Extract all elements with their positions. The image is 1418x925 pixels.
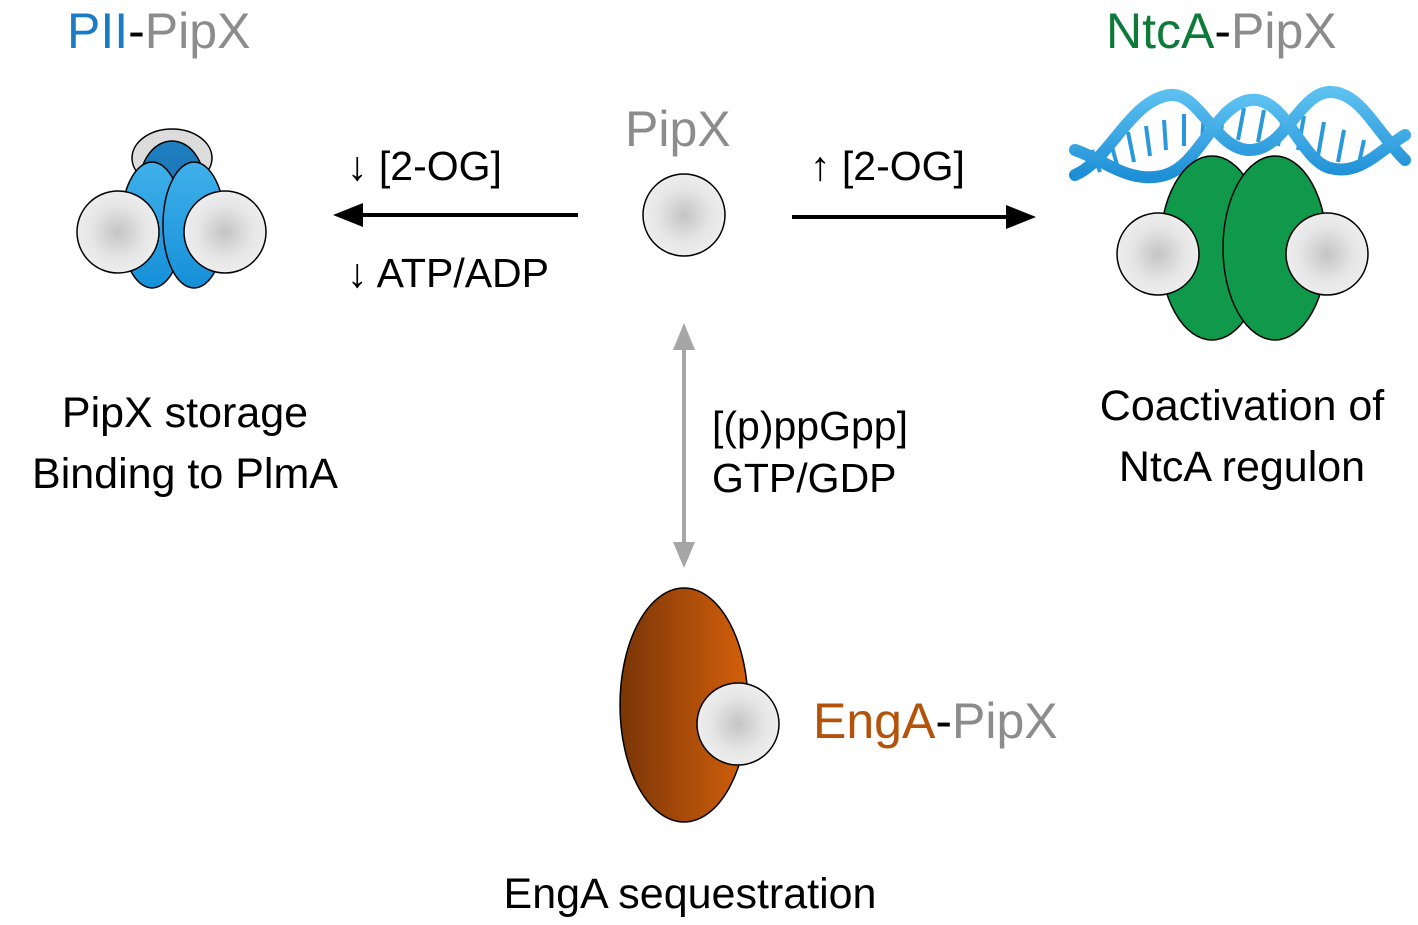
pipx-sphere-icon [183, 190, 267, 274]
outcome-ntca-line2: NtcA regulon [1118, 443, 1366, 492]
center-pipx-title: PipX [625, 101, 731, 157]
ntca-label: NtcA [1106, 3, 1215, 59]
ntca-sep: - [1214, 3, 1232, 59]
enga-pipx-title: EngA-PipX [813, 696, 1058, 746]
outcome-enga: EngA sequestration [503, 870, 877, 918]
ntca-pipx-label: PipX [1231, 3, 1337, 59]
outcome-ntca-line1: Coactivation of [1099, 382, 1385, 430]
condition-ppgpp-gtp: [(p)ppGpp] GTP/GDP [712, 400, 908, 505]
enga-pipx-label: PipX [951, 693, 1058, 749]
outcome-ntca: Coactivation of NtcA regulon [1062, 376, 1418, 498]
pipx-sphere-icon [696, 682, 780, 766]
pii-pipx-label: PipX [144, 3, 251, 59]
arrow-to-pii [333, 203, 578, 227]
pii-pipx-title: PII-PipX [67, 6, 250, 56]
outcome-pii-line1: PipX storage [61, 389, 309, 437]
pii-sep: - [128, 3, 145, 59]
pipx-sphere-icon [1116, 212, 1200, 296]
ntca-pipx-title: NtcA-PipX [1106, 6, 1337, 56]
condition-ppgpp: [(p)ppGpp] [712, 403, 908, 449]
pipx-sphere-icon [76, 190, 160, 274]
pipx-sphere-icon [1285, 212, 1369, 296]
dna-helix-icon [1069, 85, 1411, 184]
enga-label: EngA [813, 693, 936, 749]
condition-high-2og: ↑ [2-OG] [810, 143, 965, 189]
arrow-engA-link [673, 323, 695, 568]
condition-gtp-gdp: GTP/GDP [712, 455, 897, 502]
outcome-pii-line2: Binding to PlmA [32, 450, 338, 499]
pipx-sphere-icon [642, 173, 726, 257]
arrow-to-ntca [792, 205, 1036, 229]
enga-sep: - [935, 693, 952, 749]
outcome-pii: PipX storage Binding to PlmA [0, 383, 370, 505]
condition-low-2og: ↓ [2-OG] [347, 143, 502, 189]
condition-low-atp-adp: ↓ ATP/ADP [347, 250, 550, 296]
pii-label: PII [67, 3, 129, 59]
